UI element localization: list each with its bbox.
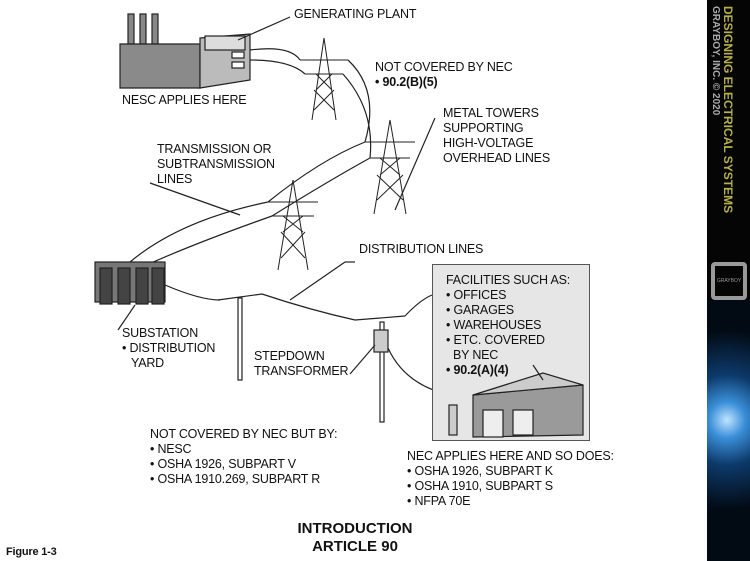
title-line: INTRODUCTION bbox=[297, 520, 413, 537]
label-line: • OSHA 1910, SUBPART S bbox=[407, 479, 553, 493]
transmission-tower-icon bbox=[300, 37, 348, 121]
label-line: SUBSTATION bbox=[122, 326, 199, 340]
power-distribution-diagram bbox=[94, 13, 451, 423]
transmission-tower-icon bbox=[268, 179, 318, 271]
sidebar-copyright: GRAYBOY, INC. © 2020 bbox=[710, 6, 721, 116]
label-line: OVERHEAD LINES bbox=[443, 151, 550, 165]
substation-icon bbox=[94, 261, 166, 305]
gb-logo: GRAYBOY bbox=[711, 262, 747, 300]
title-line: ARTICLE 90 bbox=[312, 538, 398, 555]
label-line: • OSHA 1926, SUBPART V bbox=[150, 457, 296, 471]
label-line: • OSHA 1926, SUBPART K bbox=[407, 464, 553, 478]
label-line: • OSHA 1910.269, SUBPART R bbox=[150, 472, 321, 486]
globe-bulb-image bbox=[707, 300, 750, 561]
label-line: NEC APPLIES HERE AND SO DOES: bbox=[407, 449, 614, 463]
facilities-box bbox=[432, 264, 590, 441]
transmission-tower-icon bbox=[365, 119, 415, 215]
not-covered-ref: • 90.2(B)(5) bbox=[375, 75, 438, 89]
nec-applies-label: NEC APPLIES HERE AND SO DOES: • OSHA 192… bbox=[407, 449, 614, 509]
not-covered-but-label: NOT COVERED BY NEC BUT BY: • NESC • OSHA… bbox=[150, 427, 337, 487]
figure-title: INTRODUCTION ARTICLE 90 bbox=[270, 520, 440, 556]
label-line: NOT COVERED BY NEC BUT BY: bbox=[150, 427, 338, 441]
label-line: • GARAGES bbox=[446, 303, 514, 317]
label-line: SUBTRANSMISSION bbox=[157, 157, 275, 171]
stepdown-label: STEPDOWN TRANSFORMER bbox=[254, 349, 349, 379]
label-line: • OFFICES bbox=[446, 288, 507, 302]
label-line: FACILITIES SUCH AS: bbox=[446, 273, 571, 287]
label-line: STEPDOWN bbox=[254, 349, 325, 363]
label-line: • WAREHOUSES bbox=[446, 318, 542, 332]
label-line: BY NEC bbox=[453, 348, 499, 362]
facilities-ref: • 90.2(A)(4) bbox=[446, 363, 509, 377]
nesc-applies-label: NESC APPLIES HERE bbox=[122, 93, 247, 107]
label-line: • ETC. COVERED bbox=[446, 333, 545, 347]
label-line: • NESC bbox=[150, 442, 192, 456]
transmission-label: TRANSMISSION OR SUBTRANSMISSION LINES bbox=[157, 142, 275, 187]
generating-plant-icon bbox=[119, 13, 251, 89]
facilities-label: FACILITIES SUCH AS: • OFFICES • GARAGES … bbox=[446, 273, 570, 378]
label-line: • NFPA 70E bbox=[407, 494, 471, 508]
generating-plant-label: GENERATING PLANT bbox=[294, 7, 417, 21]
label-line: TRANSMISSION OR bbox=[157, 142, 272, 156]
label-line: SUPPORTING bbox=[443, 121, 524, 135]
label-line: LINES bbox=[157, 172, 193, 186]
label-line: YARD bbox=[131, 356, 165, 370]
label-line: HIGH-VOLTAGE bbox=[443, 136, 534, 150]
substation-label: SUBSTATION • DISTRIBUTION YARD bbox=[122, 326, 215, 371]
label-line: • DISTRIBUTION bbox=[122, 341, 216, 355]
sidebar-title: DESIGNING ELECTRICAL SYSTEMS bbox=[721, 6, 735, 214]
not-covered-label: NOT COVERED BY NEC bbox=[375, 60, 513, 74]
label-line: METAL TOWERS bbox=[443, 106, 539, 120]
building-icon bbox=[448, 364, 584, 438]
distribution-lines-label: DISTRIBUTION LINES bbox=[359, 242, 484, 256]
logo-text: GRAYBOY bbox=[716, 278, 742, 284]
label-line: TRANSFORMER bbox=[254, 364, 349, 378]
figure-number: Figure 1-3 bbox=[6, 546, 57, 558]
utility-pole-icon bbox=[217, 293, 406, 423]
publisher-sidebar: DESIGNING ELECTRICAL SYSTEMS GRAYBOY, IN… bbox=[707, 0, 750, 561]
towers-label: METAL TOWERS SUPPORTING HIGH-VOLTAGE OVE… bbox=[443, 106, 550, 166]
